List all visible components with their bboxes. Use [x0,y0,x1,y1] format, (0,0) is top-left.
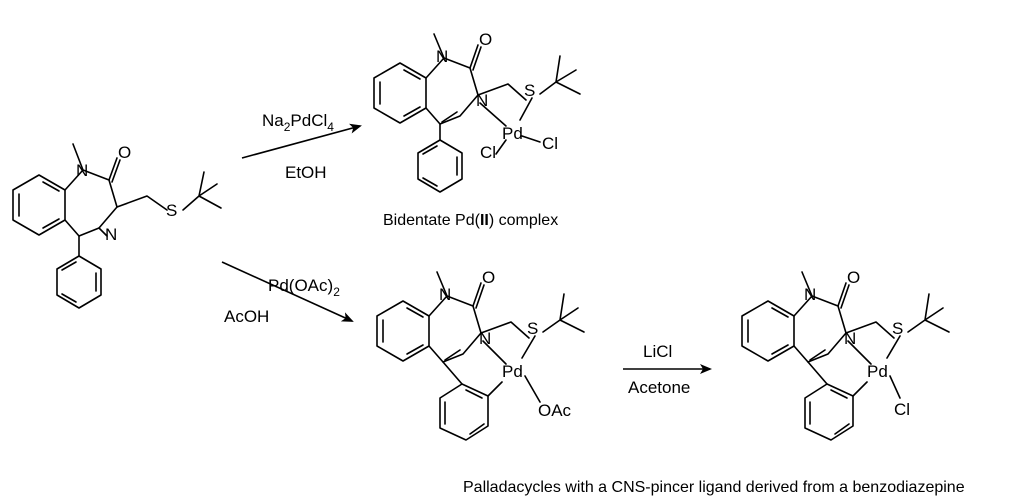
palladacycle-cl: N O N S Pd Cl [741,268,950,441]
atom-n-imine: N [105,225,117,244]
palladacycle-oac: N O N S Pd OAc [376,268,585,441]
caption-pincer: Palladacycles with a CNS-pincer ligand d… [463,479,965,496]
caption-bidentate: Bidentate Pd(II) complex [383,212,558,229]
atom-cl: Cl [894,400,910,419]
atom-n: N [436,47,448,66]
atom-n-imine: N [479,329,491,348]
atom-s: S [524,81,535,100]
reagent-3: LiCl [643,342,672,361]
atom-oac: OAc [538,401,572,420]
arrow-1 [241,123,362,159]
solvent-3: Acetone [628,378,690,397]
reagent-1: Na2PdCl4 [262,111,334,134]
atom-pd: Pd [867,362,888,381]
atom-s: S [892,319,903,338]
atom-pd: Pd [502,362,523,381]
starting-ligand: N O N S [12,143,222,309]
bidentate-complex: N O N S Pd Cl Cl [373,30,581,193]
atom-cl-2: Cl [542,134,558,153]
atom-s: S [166,201,177,220]
atom-o: O [482,268,495,287]
atom-o: O [118,143,131,162]
atom-o: O [847,268,860,287]
solvent-2: AcOH [224,307,269,326]
atom-pd: Pd [502,124,523,143]
atom-n: N [76,161,88,180]
reagent-2: Pd(OAc)2 [268,276,340,299]
solvent-1: EtOH [285,163,327,182]
atom-s: S [527,319,538,338]
atom-n-imine: N [844,329,856,348]
arrow-2 [221,261,354,322]
atom-n: N [439,285,451,304]
atom-cl-1: Cl [480,143,496,162]
atom-o: O [479,30,492,49]
atom-n: N [804,285,816,304]
atom-n-imine: N [476,91,488,110]
